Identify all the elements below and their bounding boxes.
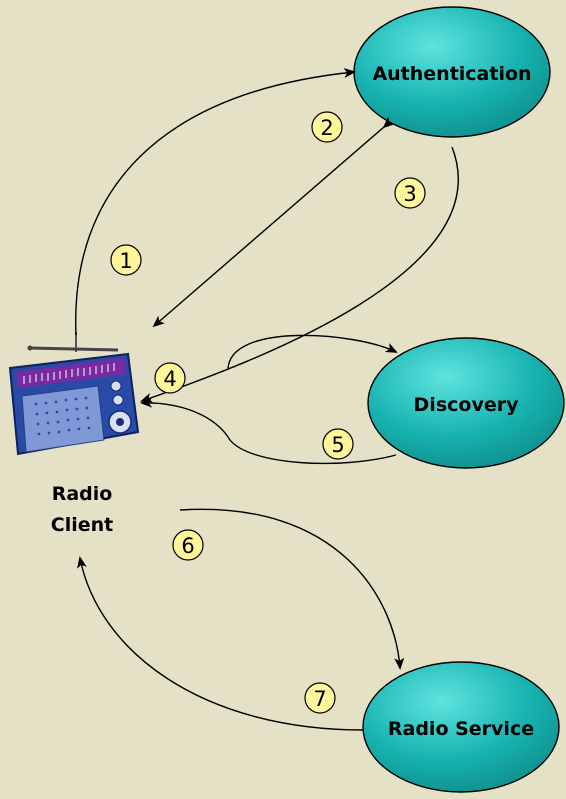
svg-text:6: 6 [181,534,194,558]
svg-text:7: 7 [313,687,326,711]
svg-text:2: 2 [320,116,333,140]
flow-arrow-step-2 [152,116,395,328]
flow-arrow-step-6 [179,508,405,670]
radio-client-label-line1: Radio [52,483,113,505]
radio-service-node: Radio Service [362,661,560,793]
radio-client-label-line2: Client [51,514,113,536]
flow-arrow-step-5 [140,397,397,465]
radio-icon [8,332,140,456]
svg-text:5: 5 [331,433,344,457]
step-badge-3: 3 [394,177,426,209]
flow-arrow-step-3 [140,146,459,403]
authentication-node: Authentication [353,6,551,138]
discovery-label: Discovery [414,394,520,416]
discovery-node: Discovery [367,337,565,469]
step-badge-2: 2 [311,111,343,143]
flow-arrow-step-4 [227,334,398,371]
step-badge-5: 5 [322,428,354,460]
flow-arrow-step-1 [75,68,356,336]
step-badge-6: 6 [172,529,204,561]
svg-text:1: 1 [119,249,132,273]
step-badge-1: 1 [110,244,142,276]
svg-text:4: 4 [163,367,176,391]
svg-text:3: 3 [403,182,416,206]
radio-service-label: Radio Service [388,718,534,740]
step-badge-4: 4 [154,362,186,394]
flow-arrow-step-7 [77,556,365,731]
step-badge-7: 7 [304,682,336,714]
authentication-label: Authentication [372,63,531,85]
